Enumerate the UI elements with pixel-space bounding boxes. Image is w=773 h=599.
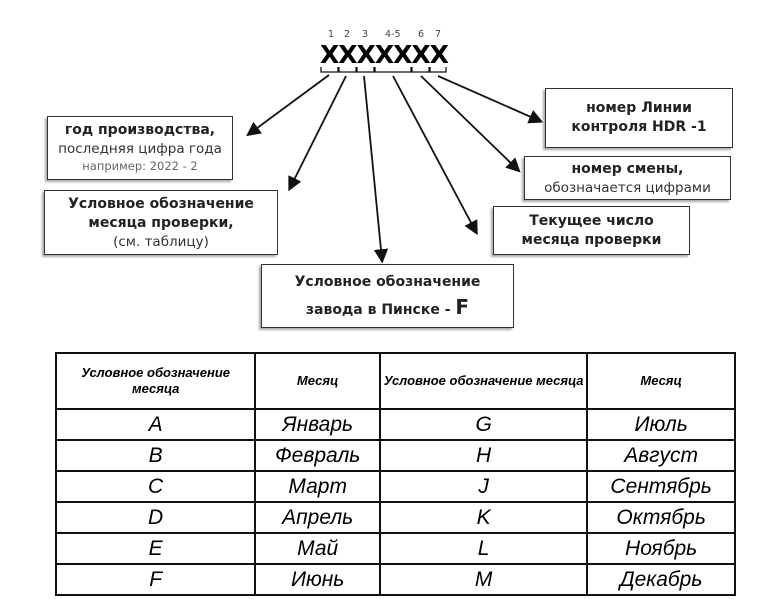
month-cell: Январь [254, 408, 382, 441]
arrow-3 [363, 75, 389, 264]
month-note: (см. таблицу) [113, 233, 209, 250]
shift-desc: обозначается цифрами [544, 179, 711, 196]
code-cell: J [379, 470, 589, 503]
day-title-2: месяца проверки [521, 231, 662, 248]
year-title: год производства, [64, 122, 216, 138]
position-label: 4-5 [385, 29, 401, 40]
header-code: Условное обозначение месяца [54, 352, 257, 410]
shift-title: номер смены, [571, 160, 684, 177]
line-title: номер Линии [586, 100, 692, 116]
month-cell: Февраль [254, 439, 382, 472]
header-month: Месяц [586, 352, 736, 410]
month-code-table: Условное обозначение месяца Месяц Условн… [54, 352, 736, 596]
month-cell: Июнь [254, 563, 382, 596]
code-cell: E [54, 532, 257, 565]
day-title: Текущее число [529, 212, 654, 229]
code-cell: L [379, 532, 589, 565]
month-cell: Июль [586, 408, 736, 441]
arrow-7 [437, 75, 544, 124]
month-box: Условное обозначение месяца проверки, (с… [44, 190, 278, 255]
plant-title-2: завода в Пинске - [305, 301, 451, 318]
day-box: Текущее число месяца проверки [493, 206, 690, 255]
plant-letter: F [455, 294, 470, 319]
position-label: 1 [328, 29, 335, 40]
arrow-4-5 [392, 75, 478, 236]
month-cell: Декабрь [586, 563, 736, 596]
month-cell: Март [254, 470, 382, 503]
code-cell: B [54, 439, 257, 472]
line-title-2: контроля HDR -1 [571, 119, 707, 135]
brackets [320, 67, 447, 73]
year-desc: последняя цифра года [58, 141, 222, 157]
month-title-2: месяца проверки, [88, 214, 234, 231]
month-cell: Апрель [254, 501, 382, 534]
year-example: например: 2022 - 2 [82, 159, 198, 173]
code-cell: H [379, 439, 589, 472]
month-cell: Октябрь [586, 501, 736, 534]
position-label: 7 [435, 29, 442, 40]
plant-box: Условное обозначение завода в Пинске - F [261, 264, 514, 328]
code-cell: F [54, 563, 257, 596]
header-month: Месяц [254, 352, 382, 410]
month-title: Условное обозначение [68, 195, 254, 212]
code-cell: D [54, 501, 257, 534]
position-label: 2 [344, 29, 351, 40]
month-cell: Сентябрь [586, 470, 736, 503]
line-box: номер Линии контроля HDR -1 [545, 88, 733, 148]
serial-code-mask: XXXXXXX [320, 40, 449, 69]
year-box: год производства, последняя цифра года н… [47, 116, 233, 180]
code-cell: K [379, 501, 589, 534]
position-label: 6 [418, 29, 425, 40]
arrow-1 [246, 74, 330, 137]
month-cell: Ноябрь [586, 532, 736, 565]
arrows [246, 67, 544, 264]
position-label: 3 [362, 29, 369, 40]
plant-title: Условное обозначение [294, 273, 481, 290]
arrow-2 [288, 75, 347, 192]
header-code: Условное обозначение месяца [379, 352, 589, 410]
code-cell: C [54, 470, 257, 503]
code-cell: M [379, 563, 589, 596]
shift-box: номер смены, обозначается цифрами [524, 156, 731, 200]
code-cell: A [54, 408, 257, 441]
arrow-6 [420, 75, 521, 173]
code-cell: G [379, 408, 589, 441]
month-cell: Май [254, 532, 382, 565]
month-cell: Август [586, 439, 736, 472]
